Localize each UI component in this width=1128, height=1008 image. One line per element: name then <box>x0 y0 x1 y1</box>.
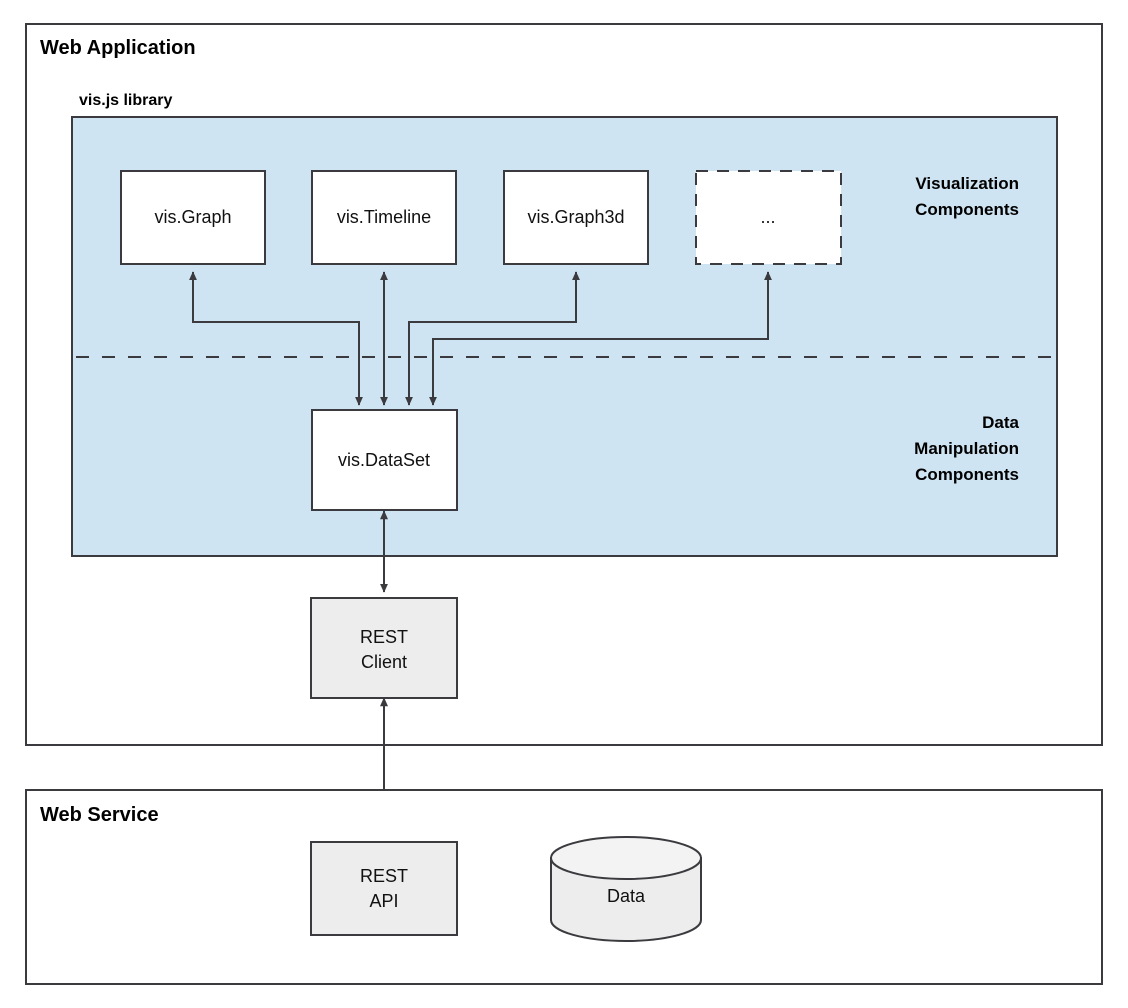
svg-text:Components: Components <box>915 465 1019 484</box>
node-vis-graph-label: vis.Graph <box>154 207 231 227</box>
node-rest-api[interactable]: REST API <box>310 841 458 936</box>
web-service-title: Web Service <box>40 804 159 826</box>
node-more-components[interactable]: ... <box>695 170 842 265</box>
svg-text:Data: Data <box>982 413 1019 432</box>
node-rest-client-label-line2: Client <box>361 652 407 672</box>
visualization-components-label: Visualization Components <box>915 174 1019 219</box>
connector-vis-graph-to-dataset <box>192 272 363 406</box>
node-vis-graph3d[interactable]: vis.Graph3d <box>503 170 649 265</box>
node-rest-api-label-line2: API <box>369 891 398 911</box>
node-vis-timeline[interactable]: vis.Timeline <box>311 170 457 265</box>
visjs-library-title: vis.js library <box>79 92 172 109</box>
node-data-store[interactable]: Data <box>550 836 702 942</box>
svg-text:Manipulation: Manipulation <box>914 439 1019 458</box>
svg-text:Visualization: Visualization <box>915 174 1019 193</box>
node-vis-graph[interactable]: vis.Graph <box>120 170 266 265</box>
node-vis-dataset-label: vis.DataSet <box>338 450 430 470</box>
connector-vis-graph3d-to-dataset <box>405 272 577 406</box>
connector-more-to-dataset <box>429 272 769 406</box>
node-rest-client[interactable]: REST Client <box>310 597 458 699</box>
node-more-components-label: ... <box>760 207 775 227</box>
node-vis-dataset[interactable]: vis.DataSet <box>311 409 458 511</box>
node-rest-client-label-line1: REST <box>360 627 408 647</box>
data-manipulation-components-label: Data Manipulation Components <box>914 413 1019 484</box>
svg-text:Components: Components <box>915 200 1019 219</box>
node-data-store-label: Data <box>607 886 646 906</box>
node-rest-api-label-line1: REST <box>360 866 408 886</box>
node-vis-timeline-label: vis.Timeline <box>337 207 431 227</box>
web-application-title: Web Application <box>40 37 196 59</box>
node-vis-graph3d-label: vis.Graph3d <box>527 207 624 227</box>
